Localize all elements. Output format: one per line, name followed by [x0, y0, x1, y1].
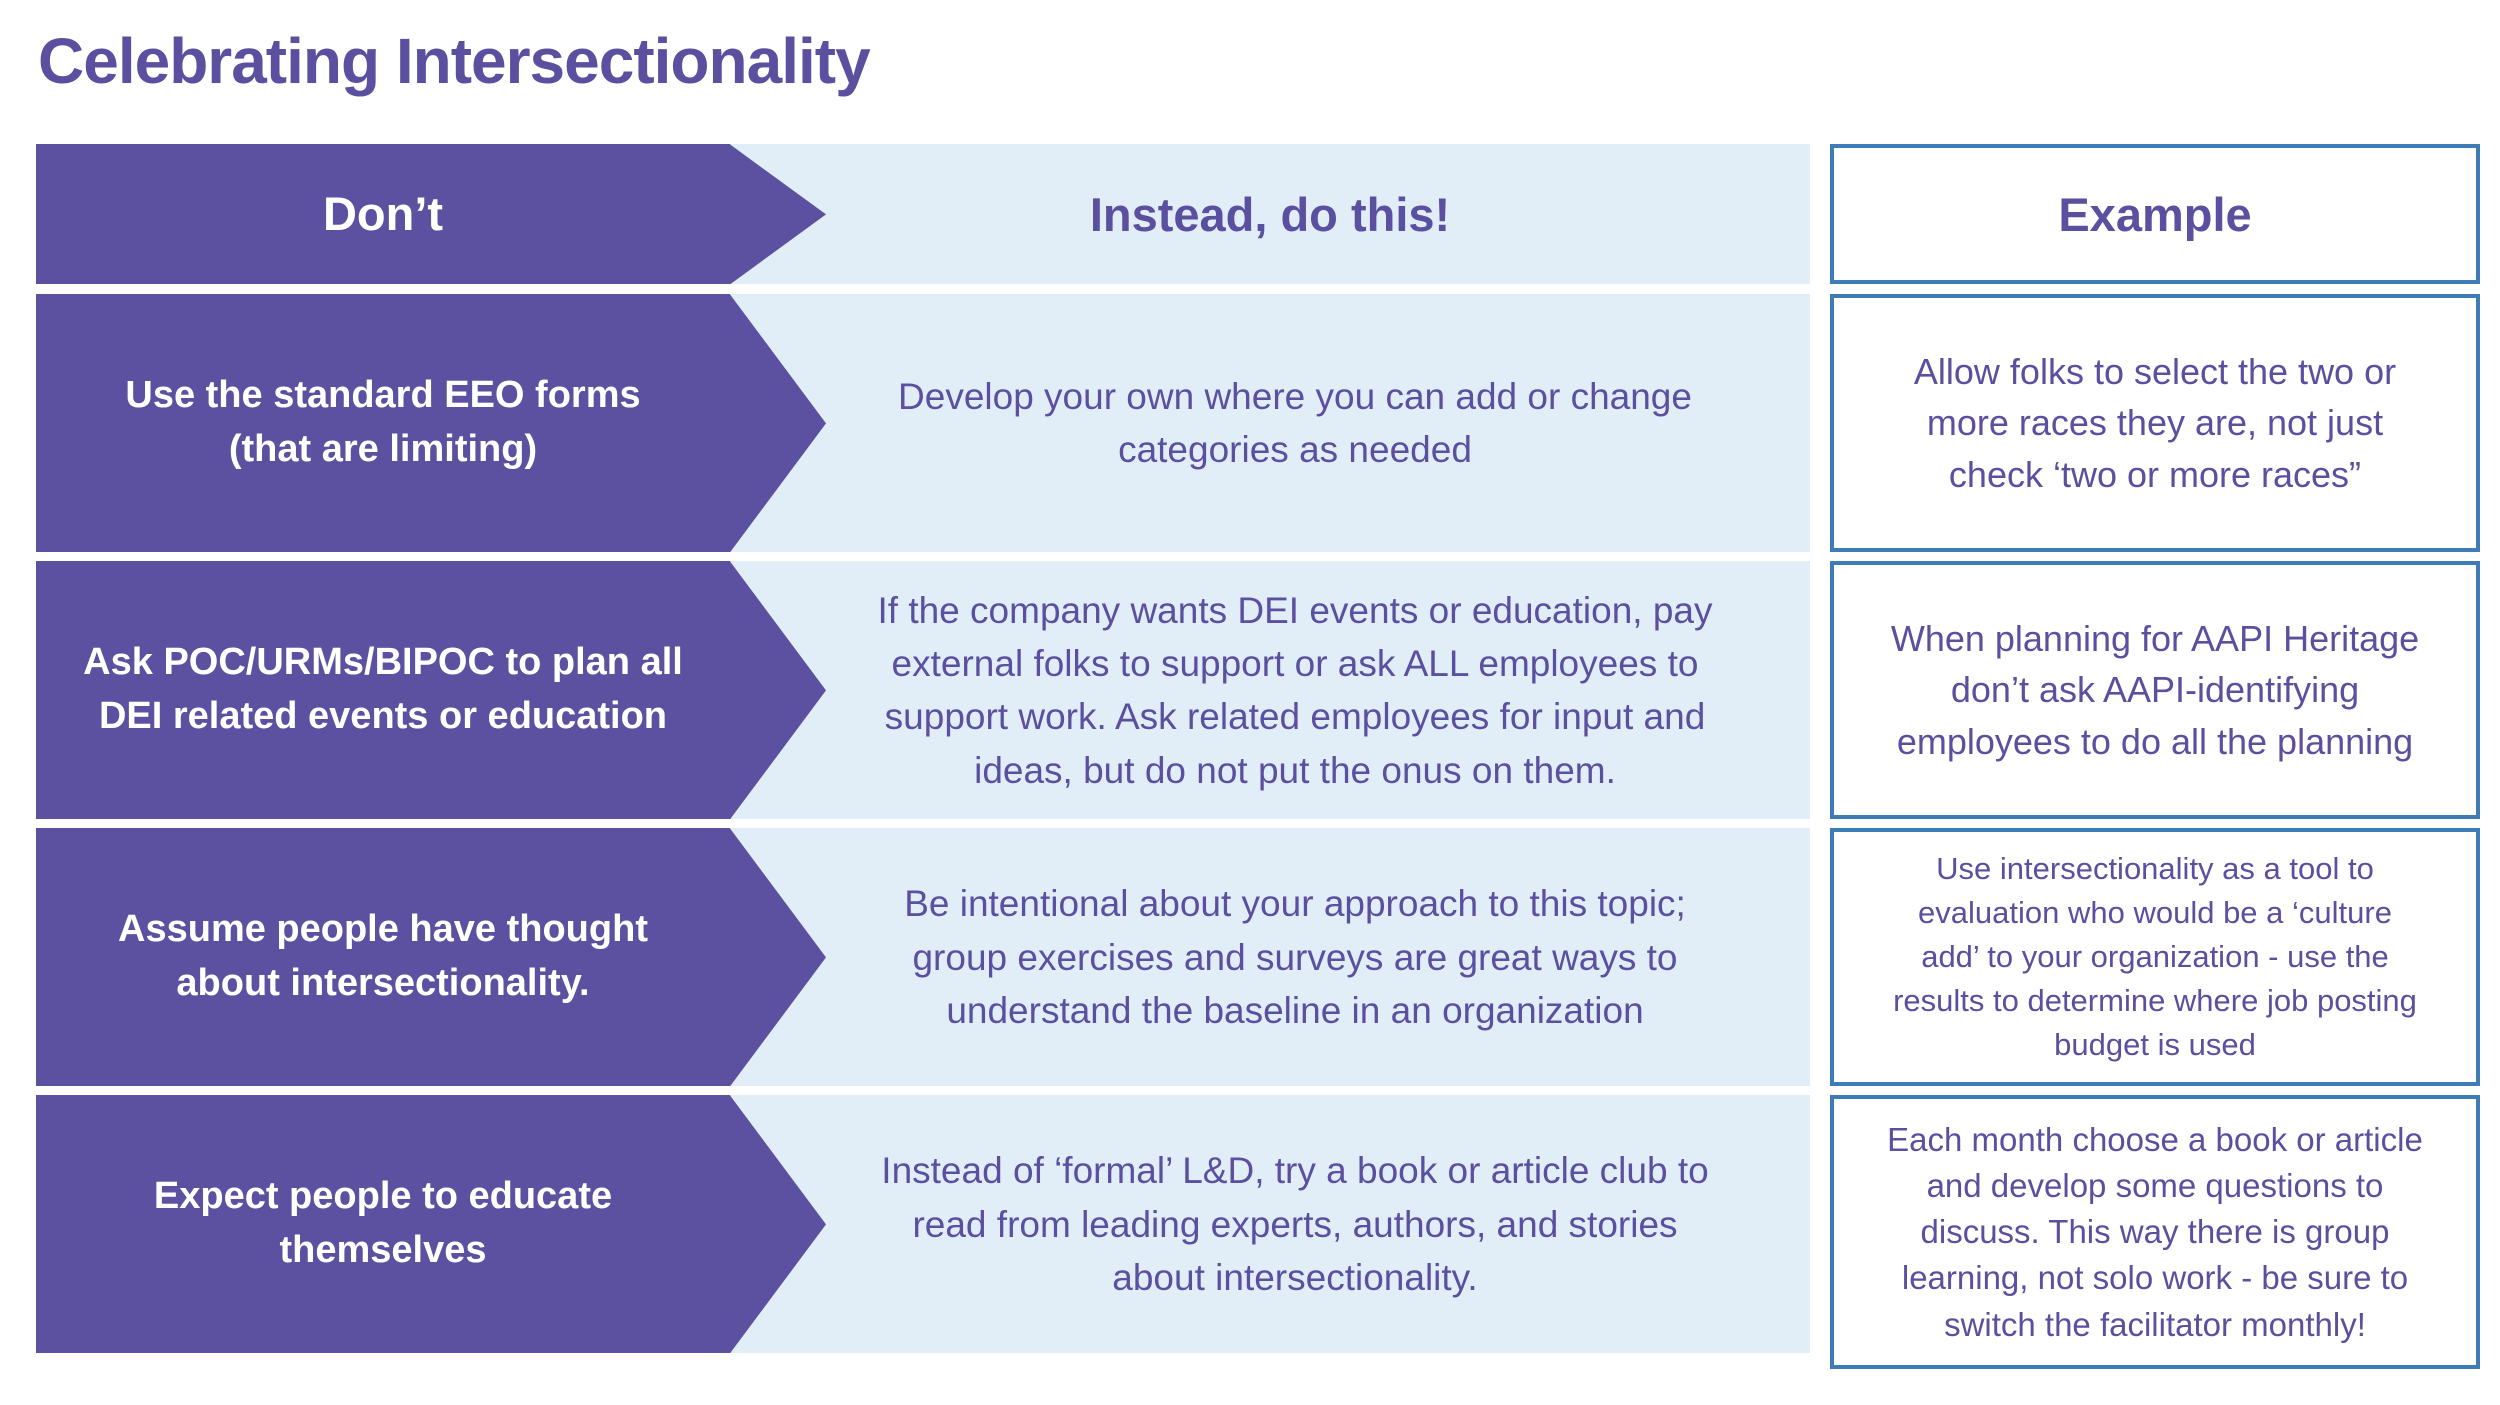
example-text: When planning for AAPI Heritage don’t as… — [1890, 617, 2420, 763]
dont-cell-assume-thought: Assume people have thought about interse… — [36, 828, 730, 1087]
example-text: Allow folks to select the two or more ra… — [1913, 350, 2397, 496]
example-cell-dei-planning: When planning for AAPI Heritage don’t as… — [1830, 561, 2480, 820]
dont-text: Assume people have thought about interse… — [118, 908, 648, 1005]
instead-text: Develop your own where you can add or ch… — [898, 376, 1692, 471]
page-title: Celebrating Intersectionality — [38, 25, 871, 97]
instead-text: If the company wants DEI events or educa… — [877, 589, 1713, 791]
table-row: Expect people to educate themselves Inst… — [36, 1095, 2500, 1370]
instead-cell-educate-themselves: Instead of ‘formal’ L&D, try a book or a… — [730, 1095, 1810, 1354]
comparison-table: Don’t Instead, do this! Example Use the … — [36, 144, 2500, 1370]
dont-cell-dei-planning: Ask POC/URMs/BIPOC to plan all DEI relat… — [36, 561, 730, 820]
dont-text: Use the standard EEO forms (that are lim… — [125, 374, 641, 471]
dont-text: Ask POC/URMs/BIPOC to plan all DEI relat… — [83, 641, 683, 738]
header-cell-instead: Instead, do this! — [730, 144, 1810, 285]
dont-text: Expect people to educate themselves — [153, 1175, 613, 1272]
dont-cell-educate-themselves: Expect people to educate themselves — [36, 1095, 730, 1354]
instead-cell-dei-planning: If the company wants DEI events or educa… — [730, 561, 1810, 820]
example-cell-eeo-forms: Allow folks to select the two or more ra… — [1830, 294, 2480, 553]
table-row: Use the standard EEO forms (that are lim… — [36, 294, 2500, 553]
header-example-label: Example — [2058, 187, 2252, 241]
instead-cell-assume-thought: Be intentional about your approach to th… — [730, 828, 1810, 1087]
example-text: Each month choose a book or article and … — [1887, 1120, 2423, 1343]
example-cell-educate-themselves: Each month choose a book or article and … — [1830, 1095, 2480, 1370]
table-row: Assume people have thought about interse… — [36, 828, 2500, 1087]
header-cell-example: Example — [1830, 144, 2480, 285]
header-dont-label: Don’t — [322, 187, 444, 241]
header-instead-label: Instead, do this! — [1089, 187, 1451, 241]
header-cell-dont: Don’t — [36, 144, 730, 285]
instead-text: Instead of ‘formal’ L&D, try a book or a… — [881, 1150, 1709, 1299]
example-cell-assume-thought: Use intersectionality as a tool to evalu… — [1830, 828, 2480, 1087]
instead-cell-eeo-forms: Develop your own where you can add or ch… — [730, 294, 1810, 553]
instead-text: Be intentional about your approach to th… — [904, 883, 1686, 1032]
dont-cell-eeo-forms: Use the standard EEO forms (that are lim… — [36, 294, 730, 553]
table-header-row: Don’t Instead, do this! Example — [36, 144, 2500, 285]
table-row: Ask POC/URMs/BIPOC to plan all DEI relat… — [36, 561, 2500, 820]
slide-page: Celebrating Intersectionality Don’t Inst… — [0, 25, 2500, 1370]
example-text: Use intersectionality as a tool to evalu… — [1893, 851, 2417, 1063]
